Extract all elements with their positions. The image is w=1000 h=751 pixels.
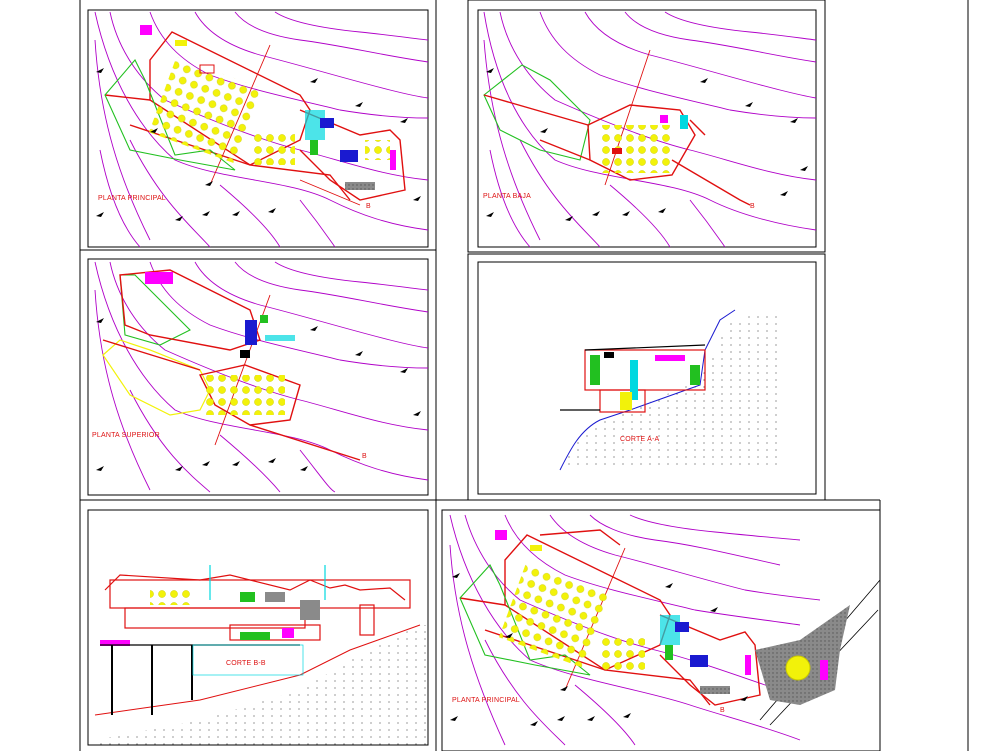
- terrace-outline: [119, 274, 191, 346]
- soil-fill: [95, 625, 428, 745]
- furniture: [612, 115, 688, 154]
- sheet-title: CORTE A-A: [620, 436, 660, 443]
- walls: [104, 31, 406, 206]
- sheet-title: CORTE B-B: [226, 660, 266, 667]
- paving-pattern: [365, 140, 390, 160]
- building-section: [560, 344, 706, 413]
- sheet-title: PLANTA SUPERIOR: [92, 432, 160, 439]
- furniture: [495, 530, 828, 694]
- terrace-outline: [483, 64, 591, 161]
- sheet-5-corte-b-b: CORTE B-B: [94, 565, 428, 745]
- tree-symbols: [96, 318, 421, 471]
- section-marker: B: [366, 203, 371, 210]
- section-marker: B: [750, 203, 755, 210]
- building-section: [100, 565, 411, 715]
- paving-pattern: [149, 57, 261, 163]
- paving-pattern: [499, 562, 611, 668]
- contour-lines: [449, 514, 821, 746]
- soil-fill: [560, 310, 780, 470]
- walls: [483, 49, 751, 206]
- furniture: [140, 25, 396, 190]
- sheet-title: PLANTA PRINCIPAL: [452, 697, 520, 704]
- terrace-outline: [102, 339, 211, 416]
- paving-pattern: [600, 125, 670, 173]
- paving-pattern: [600, 635, 645, 670]
- paving-pattern: [250, 130, 295, 165]
- sheet-2-planta-baja: B PLANTA BAJA: [483, 11, 817, 248]
- contour-lines: [94, 11, 429, 248]
- sheet-4-corte-a-a: CORTE A-A: [559, 309, 780, 471]
- tree-symbols: [450, 573, 748, 726]
- sheet-title: PLANTA BAJA: [483, 193, 531, 200]
- section-marker: B: [362, 453, 367, 460]
- site-feature: [785, 655, 811, 681]
- sheet-frames: [79, 0, 969, 751]
- site-paving: [755, 605, 850, 705]
- contour-lines: [483, 11, 817, 248]
- tree-symbols: [486, 68, 808, 221]
- sheet-3-planta-superior: B PLANTA SUPERIOR: [92, 261, 429, 493]
- section-marker: B: [720, 707, 725, 714]
- sheet-title: PLANTA PRINCIPAL: [98, 195, 166, 202]
- furniture: [145, 272, 295, 358]
- sheet-6-planta-principal: B PLANTA PRINCIPAL: [449, 514, 881, 746]
- ground-line: [559, 309, 736, 471]
- walls: [459, 529, 761, 706]
- paving-pattern: [205, 375, 285, 415]
- sheet-1-planta-principal: B PLANTA PRINCIPAL: [94, 11, 429, 248]
- tree-symbols: [96, 68, 421, 221]
